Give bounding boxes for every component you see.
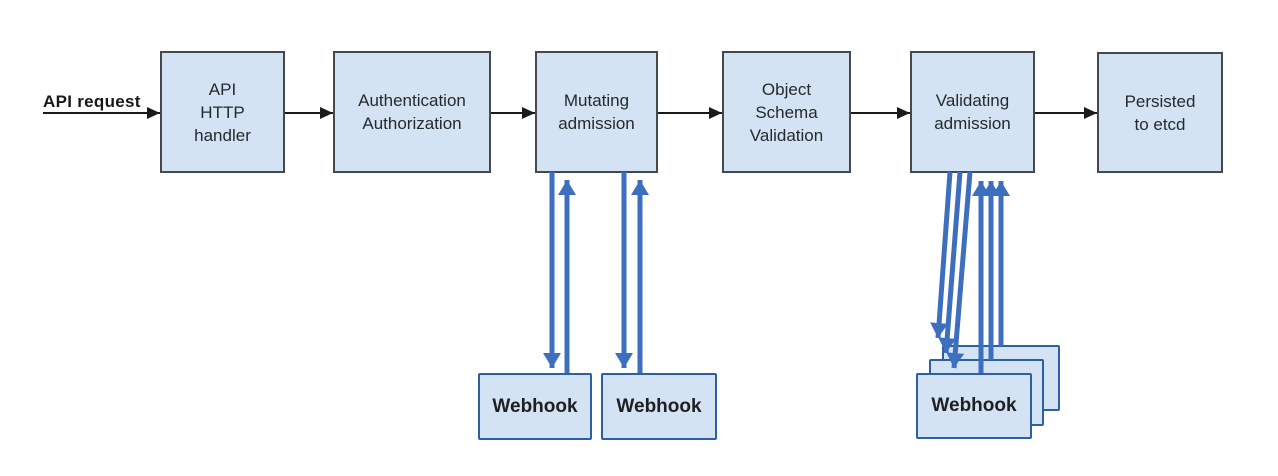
mutating-webhook-arrows: [543, 172, 649, 373]
node-label-line: Authorization: [362, 114, 462, 133]
node-label-line: Validation: [749, 125, 824, 145]
node-label-line: Object: [761, 79, 812, 99]
arrow-validating-down-3: [946, 171, 973, 369]
node-label-line: admission: [934, 114, 1011, 133]
validating-webhook-box-front: Webhook: [916, 373, 1032, 439]
node-validating-admission: Validating admission: [910, 51, 1035, 173]
api-request-label: API request: [43, 92, 141, 111]
node-label-line: HTTP: [200, 102, 245, 122]
arrow-validating-down-1: [930, 171, 953, 339]
node-label-line: Schema: [755, 102, 818, 122]
node-label-line: Validating: [935, 91, 1010, 110]
node-label-line: admission: [558, 114, 635, 133]
validating-webhook-arrows: [930, 171, 1010, 373]
webhook-label: Webhook: [931, 395, 1017, 416]
node-label-line: to etcd: [1134, 114, 1186, 134]
node-persisted-to-etcd: Persisted to etcd: [1097, 52, 1223, 173]
webhook-label: Webhook: [616, 395, 702, 417]
node-authentication-authorization: Authentication Authorization: [333, 51, 491, 173]
arrow-validating-down-2: [938, 171, 963, 354]
node-api-http-handler: API HTTP handler: [160, 51, 285, 173]
node-label-line: API: [208, 79, 237, 99]
node-mutating-admission: Mutating admission: [535, 51, 658, 173]
node-object-schema-validation: Object Schema Validation: [722, 51, 851, 173]
node-label-line: handler: [194, 125, 251, 145]
node-label-line: Persisted: [1124, 91, 1196, 111]
webhook-label: Webhook: [492, 395, 578, 417]
mutating-webhook-box-2: Webhook: [601, 373, 717, 440]
node-label-line: Mutating: [563, 91, 630, 110]
mutating-webhook-box-1: Webhook: [478, 373, 592, 440]
node-label-line: Authentication: [358, 91, 466, 110]
